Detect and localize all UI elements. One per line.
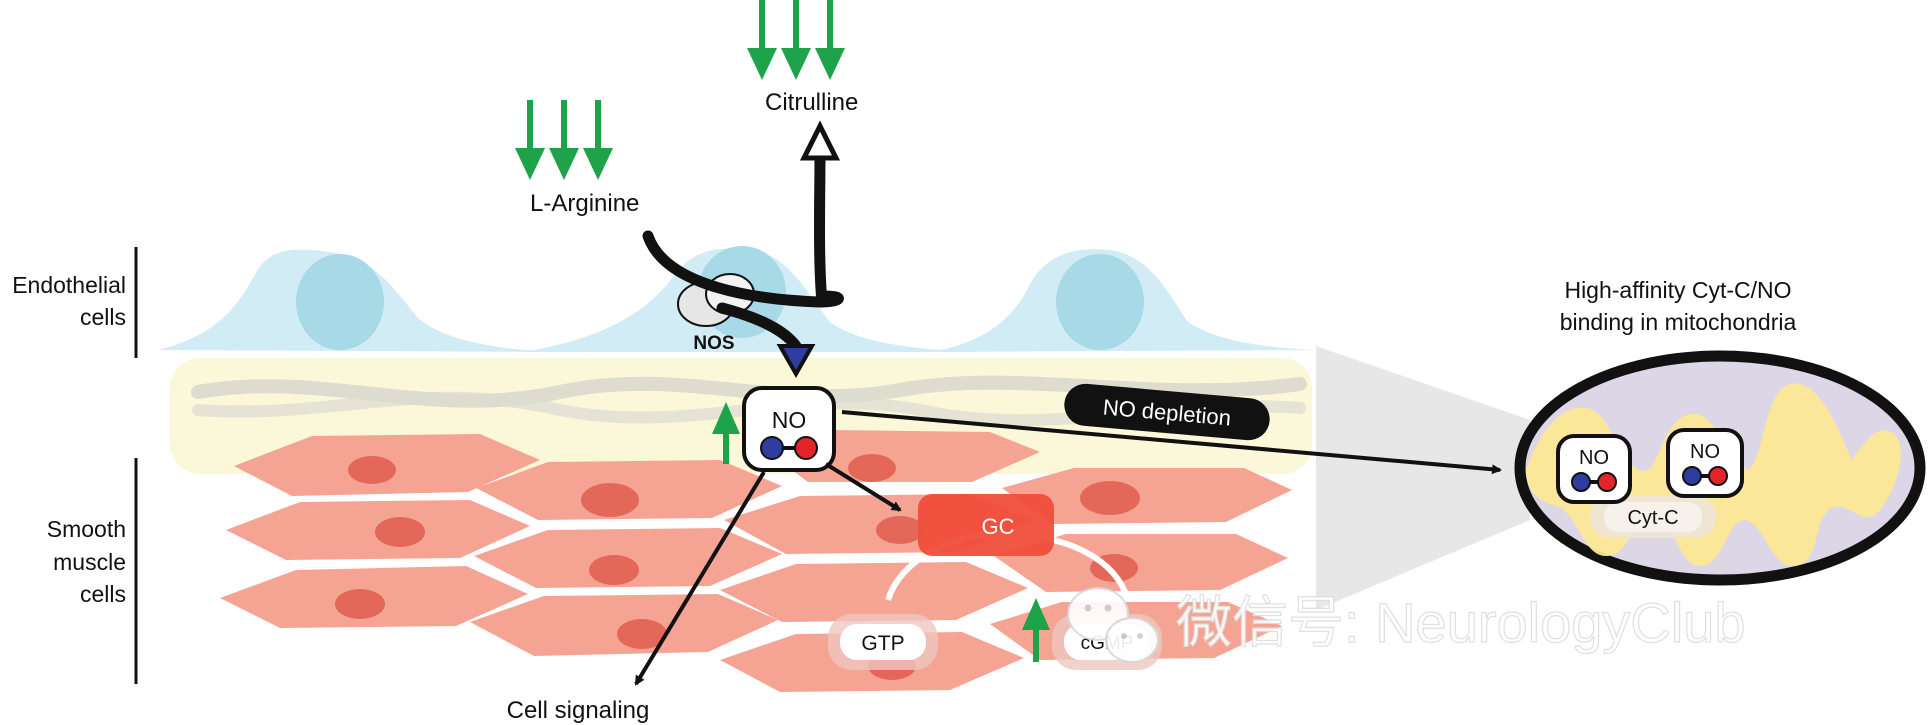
endothelial-nucleus-3 — [1056, 254, 1144, 350]
oxygen-atom-icon — [1708, 466, 1728, 486]
up-arrow-icon — [712, 402, 740, 464]
mitochondrion-title: High-affinity Cyt-C/NO binding in mitoch… — [1560, 277, 1797, 335]
cyt-c-pill — [1604, 502, 1702, 532]
mito-no-box — [1666, 428, 1744, 498]
watermark-text: 微信号: NeurologyClub — [1176, 591, 1746, 654]
mito-no-label: NO — [1690, 441, 1720, 463]
smooth-muscle-nucleus — [589, 555, 639, 585]
smooth-muscle-cell — [720, 562, 1028, 622]
smooth-muscle-label: Smooth muscle cells — [47, 458, 138, 684]
smooth-muscle-cell — [994, 534, 1288, 592]
down-arrow-icon — [549, 100, 579, 180]
endothelial-label-line2: cells — [80, 304, 126, 330]
l-arginine-label: L-Arginine — [530, 190, 639, 217]
smooth-muscle-nucleus — [848, 454, 896, 482]
mito-title-line2: binding in mitochondria — [1560, 309, 1797, 335]
smooth-muscle-nucleus — [876, 516, 924, 544]
down-arrow-icon — [781, 0, 811, 80]
smooth-label-line1: Smooth — [47, 516, 126, 542]
smooth-muscle-nucleus — [348, 456, 396, 484]
citrulline-label: Citrulline — [765, 89, 858, 116]
smooth-muscle-nucleus — [335, 589, 385, 619]
smooth-muscle-nucleus — [617, 619, 667, 649]
smooth-label-line2: muscle — [53, 549, 126, 575]
mito-title-line1: High-affinity Cyt-C/NO — [1564, 277, 1791, 303]
l-arginine-decrease-arrows — [515, 100, 613, 180]
no-to-mitochondria-arrow — [841, 410, 1502, 475]
cyt-c-label: Cyt-C — [1627, 507, 1678, 529]
down-arrow-icon — [583, 100, 613, 180]
smooth-label-line3: cells — [80, 581, 126, 607]
wechat-logo-icon — [1067, 587, 1159, 663]
no-molecule-label: NO — [772, 407, 807, 433]
gtp-substrate: GTP — [828, 614, 938, 670]
endothelial-nucleus-1 — [296, 254, 384, 350]
gtp-label: GTP — [861, 632, 904, 655]
no-to-gc-arrow — [824, 462, 902, 512]
endothelial-label-line1: Endothelial — [12, 272, 126, 298]
nos-label: NOS — [693, 333, 734, 354]
gc-label: GC — [982, 514, 1015, 539]
no-production-arrow-shaft — [716, 302, 802, 352]
gc-box — [918, 494, 1054, 556]
up-arrow-icon — [1022, 598, 1050, 662]
down-arrow-icon — [815, 0, 845, 80]
cgmp-increase-arrow — [1022, 598, 1050, 662]
oxygen-atom-icon — [1597, 472, 1617, 492]
citrulline-arrow-head — [799, 120, 841, 161]
smooth-muscle-cell — [1002, 468, 1292, 524]
citrulline-decrease-arrows — [747, 0, 845, 80]
mito-no-molecule-2: NO — [1666, 428, 1744, 498]
l-arginine-to-citrulline-arrow — [642, 230, 844, 308]
citrulline-arrow-shaft — [814, 148, 828, 308]
no-increase-arrow — [712, 402, 740, 464]
cell-signaling-arrow — [634, 470, 766, 686]
mito-no-molecule-1: NO — [1556, 434, 1632, 504]
endothelial-label: Endothelial cells — [12, 247, 138, 358]
no-depletion-tag: NO depletion — [1064, 383, 1270, 441]
guanylate-cyclase: GC — [885, 494, 1131, 601]
smooth-muscle-nucleus — [1080, 481, 1140, 515]
nitrogen-atom-icon — [1571, 472, 1591, 492]
no-production-arrow-head — [776, 344, 816, 379]
down-arrow-icon — [515, 100, 545, 180]
oxygen-atom-icon — [794, 436, 818, 460]
gtp-pill — [840, 624, 926, 660]
cell-signaling-label: Cell signaling — [507, 697, 650, 724]
mito-no-label: NO — [1579, 447, 1609, 469]
zoom-cone — [1316, 346, 1530, 610]
mito-no-box — [1556, 434, 1632, 504]
no-molecule-center: NO — [742, 386, 836, 472]
nitrogen-atom-icon — [1682, 466, 1702, 486]
down-arrow-icon — [747, 0, 777, 80]
no-depletion-pill — [1064, 383, 1270, 441]
wechat-watermark: 微信号: NeurologyClub — [1067, 587, 1746, 663]
smooth-muscle-nucleus — [375, 517, 425, 547]
smooth-muscle-nucleus — [581, 483, 639, 517]
nitrogen-atom-icon — [760, 436, 784, 460]
